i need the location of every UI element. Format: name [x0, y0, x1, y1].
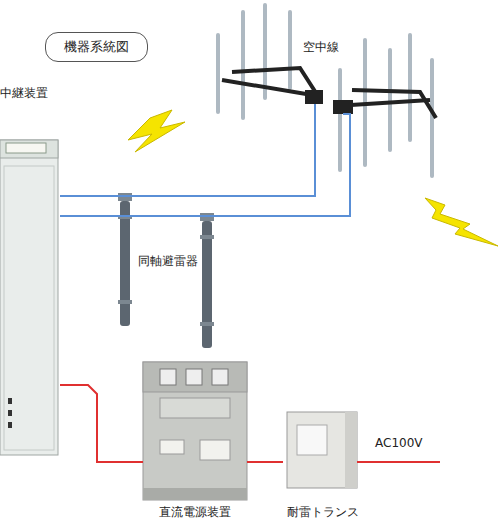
meter — [186, 369, 202, 385]
cabinet-door — [4, 166, 54, 450]
meter — [212, 369, 228, 385]
label-plate — [297, 425, 327, 455]
relay-cabinet — [0, 140, 58, 455]
antenna-element — [241, 12, 245, 118]
antenna-right — [333, 35, 436, 176]
coax-feeder — [314, 104, 316, 171]
lightning-transformer: 耐雷トランス — [283, 405, 363, 522]
antenna-element — [338, 70, 342, 170]
unit-body — [287, 412, 357, 488]
coax-arrester — [118, 193, 132, 326]
arrester-body — [202, 221, 212, 348]
arrester-ring — [200, 235, 214, 239]
component-label: 同軸避雷器 — [131, 254, 205, 268]
label-plate — [200, 440, 230, 460]
transformer-unit — [287, 412, 357, 488]
ac-power-line — [357, 461, 440, 463]
meter — [160, 369, 176, 385]
component-label: 耐雷トランス — [283, 505, 363, 519]
cabinet-knob — [8, 410, 12, 416]
antenna-boom — [352, 90, 436, 118]
antenna-bracket — [305, 90, 323, 104]
arrester-ring — [200, 322, 214, 326]
antenna-element — [216, 35, 220, 112]
lightning-bolt — [425, 198, 498, 246]
antenna: 空中線 — [205, 0, 450, 171]
cabinet-top — [0, 140, 58, 158]
component-label: 直流電源装置 — [143, 505, 247, 519]
label-plate — [160, 440, 184, 454]
antenna-left — [218, 5, 323, 171]
arrester-body — [120, 201, 130, 326]
cabinet-knob — [8, 422, 12, 428]
coax-cable — [60, 171, 315, 196]
cabinet-knob — [8, 398, 12, 404]
arrester-ring — [118, 300, 132, 304]
diagram-title: 機器系統図 — [64, 38, 129, 56]
antenna-boom — [222, 80, 318, 96]
dc-power-unit — [143, 362, 247, 500]
antenna-element — [263, 5, 267, 98]
coax-cable — [60, 171, 350, 216]
coax-arrester: 同軸避雷器 — [115, 196, 220, 348]
power-cable — [60, 385, 143, 462]
power-source-label: AC100V — [375, 436, 423, 450]
antenna-element — [388, 50, 392, 150]
antenna-element — [408, 35, 412, 140]
antenna-bracket — [333, 100, 353, 114]
antenna-element — [430, 60, 434, 176]
antenna-element — [288, 12, 292, 88]
component-label: 空中線 — [303, 40, 353, 54]
coax-feeder — [343, 114, 350, 171]
cabinet-plate — [6, 143, 46, 153]
title-box: 機器系統図 — [45, 32, 148, 62]
unit-base — [143, 488, 247, 500]
dc-power-supply: 直流電源装置 — [143, 362, 247, 522]
unit-side — [345, 412, 357, 488]
component-label: 中継装置 — [0, 86, 60, 100]
cabinet-body — [0, 140, 58, 455]
relay-unit: 中継装置 — [0, 86, 60, 456]
lightning-bolt — [128, 110, 185, 152]
power-cable — [247, 461, 283, 463]
unit-body — [143, 362, 247, 500]
control-panel — [160, 398, 230, 418]
unit-top — [143, 362, 247, 392]
coax-arrester — [200, 213, 214, 348]
